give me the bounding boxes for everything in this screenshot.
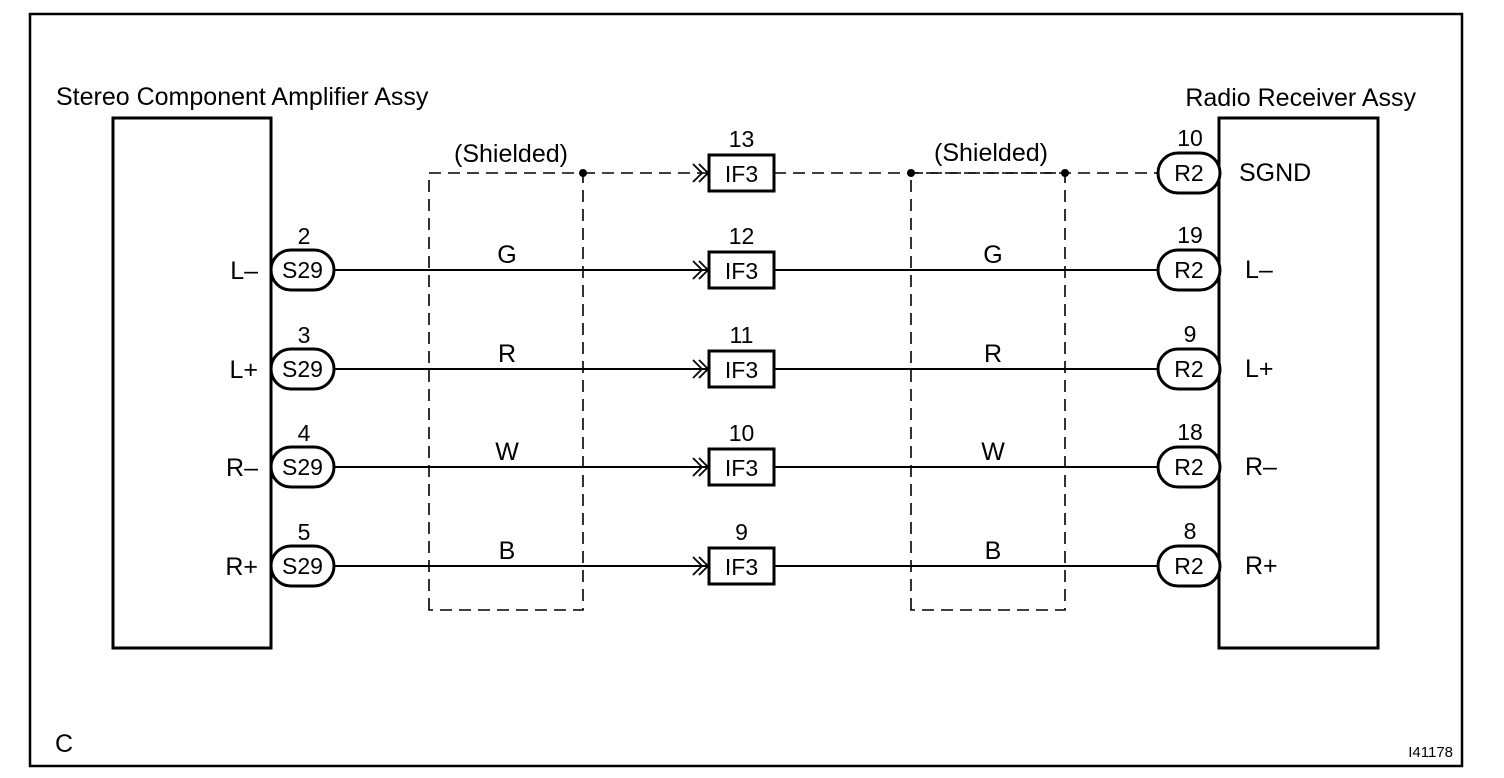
right-pin-number: 9 — [1184, 321, 1197, 347]
left-signal-label: R+ — [225, 553, 258, 581]
right-pin-number: 18 — [1177, 419, 1203, 445]
left-connector-label: S29 — [282, 553, 323, 579]
wire-color-label: G — [983, 241, 1002, 269]
left-connector-pill — [269, 248, 336, 292]
mid-connector-label: IF3 — [725, 357, 758, 383]
radio-receiver-box — [1217, 116, 1380, 650]
diagram-frame — [28, 12, 1464, 768]
left-pin-number: 2 — [298, 223, 311, 249]
left-connector-pill — [269, 544, 336, 588]
mid-pin-number: 13 — [729, 126, 755, 152]
left-connector-label: S29 — [282, 257, 323, 283]
right-signal-label: SGND — [1239, 159, 1311, 187]
mid-connector-label: IF3 — [725, 554, 758, 580]
left-pin-number: 4 — [298, 420, 311, 446]
wire-color-label: B — [499, 537, 516, 565]
mid-connector-box — [707, 250, 776, 290]
mid-connector-box — [707, 349, 776, 389]
wire-color-label: B — [985, 537, 1002, 565]
left-component-title: Stereo Component Amplifier Assy — [56, 83, 429, 111]
mid-pin-number: 9 — [735, 519, 748, 545]
left-pin-number: 3 — [298, 322, 311, 348]
right-connector-pill — [1156, 151, 1222, 195]
left-connector-pill — [269, 347, 336, 391]
mid-connector-label: IF3 — [725, 161, 758, 187]
wire-color-label: W — [981, 438, 1005, 466]
mid-connector-box — [707, 447, 776, 487]
right-connector-label: R2 — [1174, 454, 1203, 480]
mid-pin-number: 12 — [729, 223, 755, 249]
mid-connector-box — [707, 546, 776, 586]
right-pin-number: 19 — [1177, 222, 1203, 248]
left-connector-pill — [269, 445, 336, 489]
right-signal-label: L+ — [1245, 355, 1274, 383]
right-connector-pill — [1156, 248, 1222, 292]
left-pin-number: 5 — [298, 519, 311, 545]
mid-connector-label: IF3 — [725, 258, 758, 284]
right-connector-pill — [1156, 347, 1222, 391]
wire-color-label: G — [497, 241, 516, 269]
mid-pin-number: 10 — [729, 420, 755, 446]
wire-color-label: R — [498, 340, 516, 368]
right-signal-label: R+ — [1245, 552, 1278, 580]
right-connector-label: R2 — [1174, 160, 1203, 186]
right-connector-label: R2 — [1174, 356, 1203, 382]
left-signal-label: R– — [226, 454, 258, 482]
mid-connector-label: IF3 — [725, 455, 758, 481]
stereo-amplifier-box — [111, 116, 273, 650]
right-pin-number: 8 — [1184, 518, 1197, 544]
left-signal-label: L+ — [229, 356, 258, 384]
shield-label-left: (Shielded) — [454, 140, 568, 168]
mid-pin-number: 11 — [730, 322, 754, 348]
mid-connector-box — [707, 153, 776, 193]
wire-color-label: R — [984, 340, 1002, 368]
wire-color-label: W — [495, 438, 519, 466]
left-signal-label: L– — [230, 257, 258, 285]
right-connector-pill — [1156, 445, 1222, 489]
right-pin-number: 10 — [1177, 125, 1203, 151]
right-signal-label: L– — [1245, 256, 1273, 284]
right-connector-pill — [1156, 544, 1222, 588]
corner-letter: C — [55, 730, 73, 758]
figure-id: I41178 — [1408, 744, 1453, 761]
shield-label-right: (Shielded) — [934, 139, 1048, 167]
right-connector-label: R2 — [1174, 257, 1203, 283]
right-signal-label: R– — [1245, 453, 1277, 481]
left-connector-label: S29 — [282, 356, 323, 382]
right-connector-label: R2 — [1174, 553, 1203, 579]
left-connector-label: S29 — [282, 454, 323, 480]
right-component-title: Radio Receiver Assy — [1185, 84, 1416, 112]
